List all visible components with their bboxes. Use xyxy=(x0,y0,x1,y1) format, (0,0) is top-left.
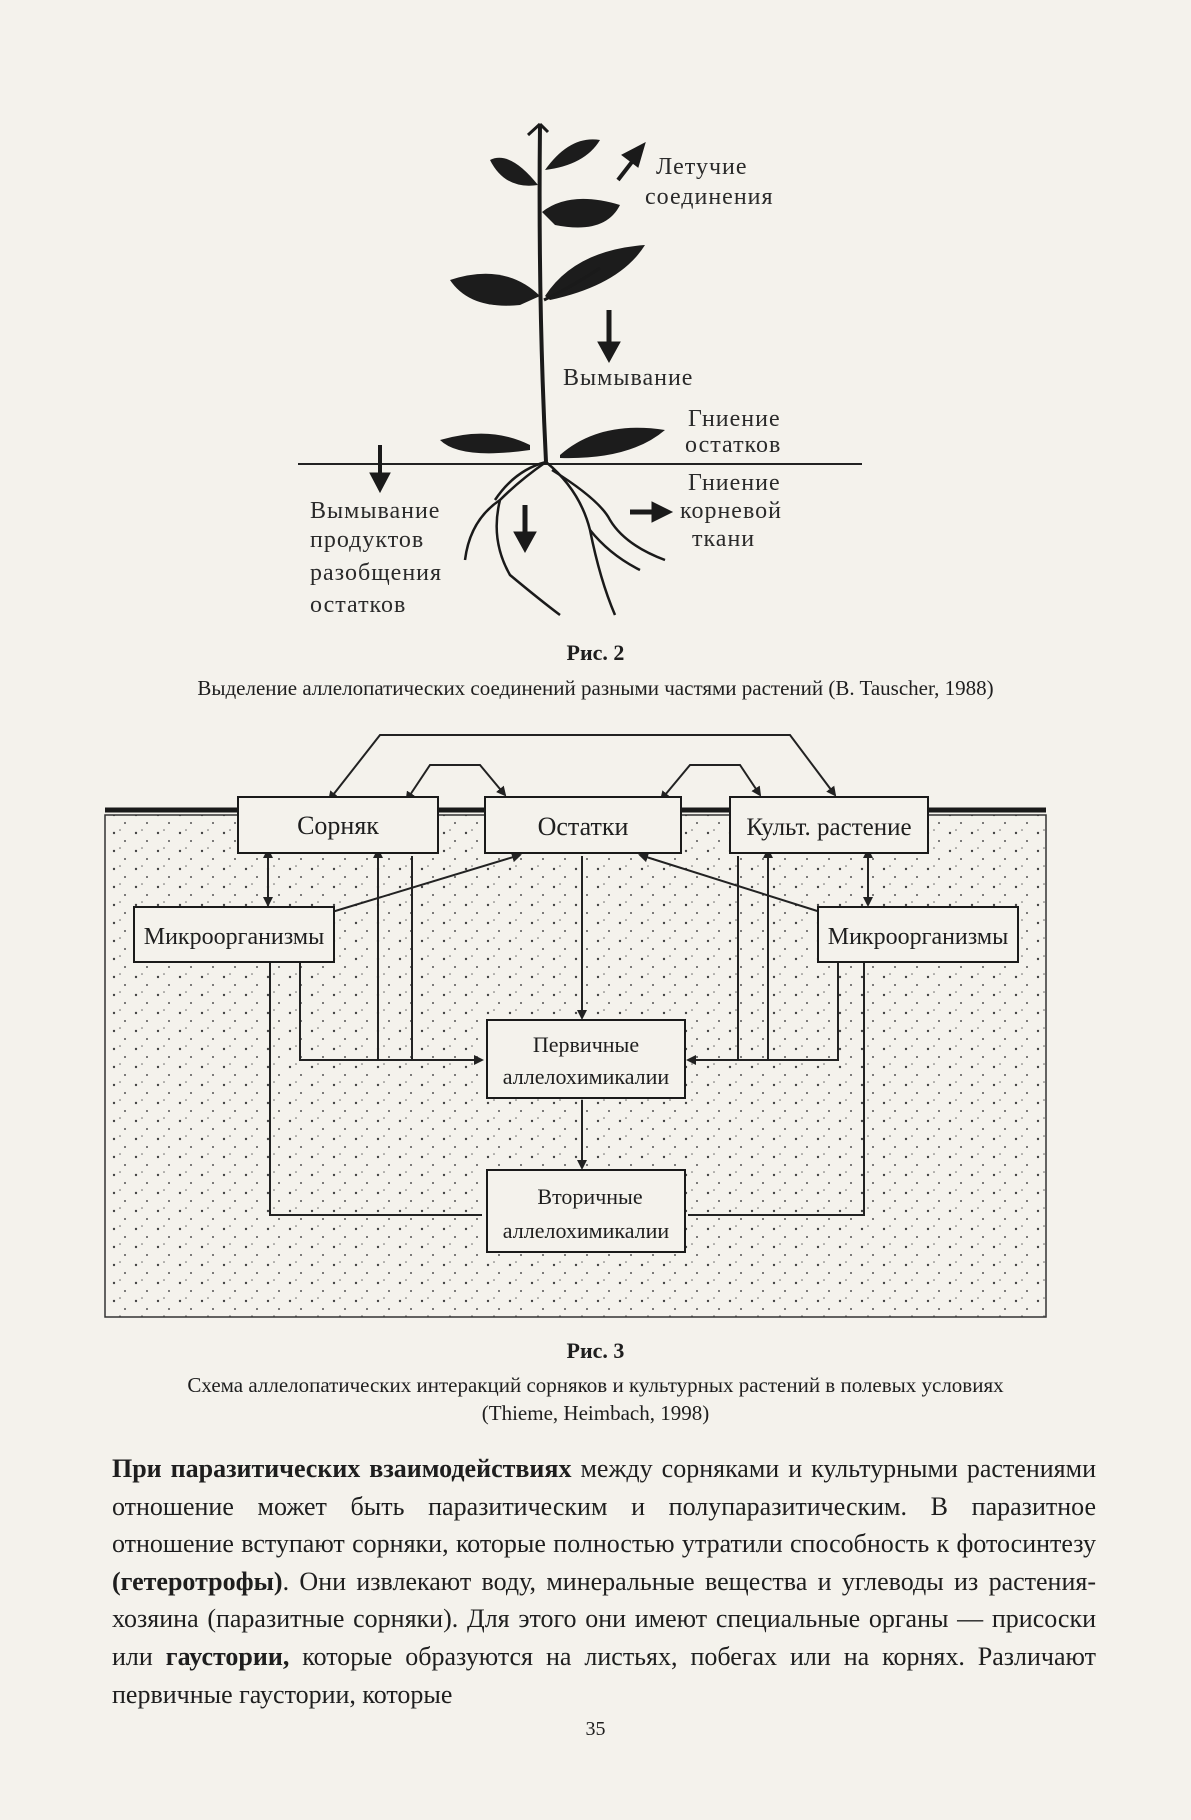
box-primary-label-1: Первичные xyxy=(533,1032,639,1057)
figure-3-number: Рис. 3 xyxy=(566,1338,625,1363)
box-residues xyxy=(484,796,682,854)
figure-3-schema: Сорняк Остатки Культ. растение Микроорга… xyxy=(104,734,1047,1318)
paragraph-text-b: . Они извлекают воду, минеральные вещест… xyxy=(112,1566,1096,1671)
label-root-decay-3: ткани xyxy=(692,526,755,552)
label-root-decay-1: Гниение xyxy=(688,470,781,496)
box-secondary-label-1: Вторичные xyxy=(537,1184,642,1209)
box-microorganisms-left xyxy=(133,906,335,963)
box-weed-label: Сорняк xyxy=(297,811,379,840)
box-secondary-label-2: аллелохимикалии xyxy=(503,1218,670,1243)
paragraph-text-a: между сорняками и культурными растениями… xyxy=(112,1454,1096,1559)
box-microorganisms-right xyxy=(817,906,1019,963)
figure-2-caption: Выделение аллелопатических соединений ра… xyxy=(197,676,994,700)
arrows xyxy=(369,142,674,554)
paragraph-text-c: которые образуются на листьях, побегах и… xyxy=(112,1641,1096,1709)
label-leaching-products-4: остатков xyxy=(310,592,406,618)
label-root-decay-2: корневой xyxy=(680,498,782,524)
paragraph-bold-heterotrophs: (гетеротрофы) xyxy=(112,1566,283,1596)
label-volatile-2: соединения xyxy=(645,184,774,210)
paragraph-bold-lead: При паразитических взаимодействиях xyxy=(112,1454,572,1483)
label-leaching-products-3: разобщения xyxy=(310,560,442,586)
box-secondary-allelochemicals xyxy=(486,1169,686,1253)
figure-3-caption-line-1: Схема аллелопатических интеракций сорняк… xyxy=(187,1373,1004,1397)
figure-2-plant-diagram: Летучие соединения Вымывание Гниение ост… xyxy=(298,122,862,618)
page-number: 35 xyxy=(585,1718,606,1740)
box-crop xyxy=(729,796,929,854)
box-micro-left-label: Микроорганизмы xyxy=(144,924,324,950)
box-residues-label: Остатки xyxy=(538,812,629,841)
figure-3-caption-line-2: (Thieme, Heimbach, 1998) xyxy=(481,1401,710,1425)
label-residue-decay-1: Гниение xyxy=(688,406,781,432)
box-micro-right-label: Микроорганизмы xyxy=(828,924,1008,950)
plant-roots xyxy=(463,460,666,616)
box-primary-label-2: аллелохимикалии xyxy=(503,1064,670,1089)
plant-stem xyxy=(537,124,548,463)
box-primary-allelochemicals xyxy=(486,1019,686,1099)
label-volatile-1: Летучие xyxy=(656,154,748,180)
plant-leaves xyxy=(440,139,665,459)
box-weed xyxy=(237,796,439,854)
box-crop-label: Культ. растение xyxy=(746,814,911,841)
label-leaching-products-1: Вымывание xyxy=(310,498,440,524)
paragraph-bold-haustoria: гаустории, xyxy=(165,1641,290,1671)
label-leaching: Вымывание xyxy=(563,365,693,391)
label-leaching-products-2: продуктов xyxy=(310,527,424,553)
paragraph: При паразитических взаимодействиях между… xyxy=(112,1450,1096,1713)
figure-2-number: Рис. 2 xyxy=(566,640,625,665)
label-residue-decay-2: остатков xyxy=(685,432,781,458)
body-text: При паразитических взаимодействиях между… xyxy=(112,1450,1096,1713)
